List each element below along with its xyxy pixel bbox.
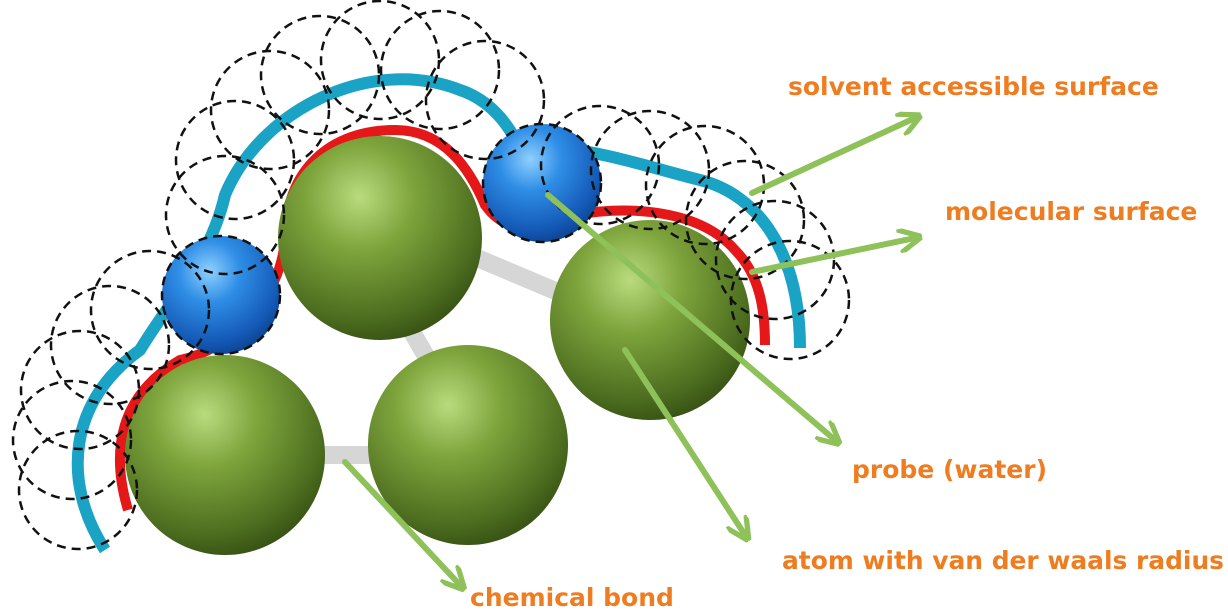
probe-position <box>714 199 836 321</box>
arrow-chemical-bond <box>342 459 460 585</box>
probe-position <box>164 154 286 276</box>
probe-position <box>49 284 171 406</box>
pointer-arrows <box>342 118 915 585</box>
molecular-surface <box>114 124 770 512</box>
probe <box>162 236 280 354</box>
probe-position <box>481 122 603 244</box>
probe-position <box>209 49 331 171</box>
probe-position <box>684 159 806 281</box>
probe-positions <box>11 0 851 551</box>
atom <box>278 136 482 340</box>
probe-position <box>259 14 381 136</box>
label-atom: atom with van der waals radius <box>782 546 1224 575</box>
probe-position <box>379 9 501 131</box>
atom <box>125 355 325 555</box>
arrow-probe <box>545 192 835 440</box>
solvent-accessible-surface <box>71 73 806 554</box>
probe-position <box>160 234 282 356</box>
labels: solvent accessible surface molecular sur… <box>470 72 1224 611</box>
label-chemical-bond: chemical bond <box>470 583 674 611</box>
atom <box>550 220 750 420</box>
label-molecular-surface: molecular surface <box>945 197 1197 226</box>
probe-position <box>589 109 711 231</box>
atom <box>368 345 568 545</box>
probe-position <box>89 249 211 371</box>
arrow-solvent-accessible-surface <box>749 118 915 196</box>
arrow-molecular-surface <box>749 238 915 275</box>
label-solvent-accessible-surface: solvent accessible surface <box>788 72 1159 101</box>
probe-position <box>424 39 546 161</box>
atoms <box>125 136 750 555</box>
probe-position <box>539 104 661 226</box>
probe-position <box>319 0 441 121</box>
probe-position <box>19 329 141 451</box>
probe-position <box>17 429 139 551</box>
label-probe: probe (water) <box>852 455 1047 484</box>
arrow-atom <box>622 347 745 535</box>
probe-position <box>174 99 296 221</box>
probe-position <box>729 239 851 361</box>
bond <box>461 246 574 304</box>
probe-position <box>11 379 133 501</box>
